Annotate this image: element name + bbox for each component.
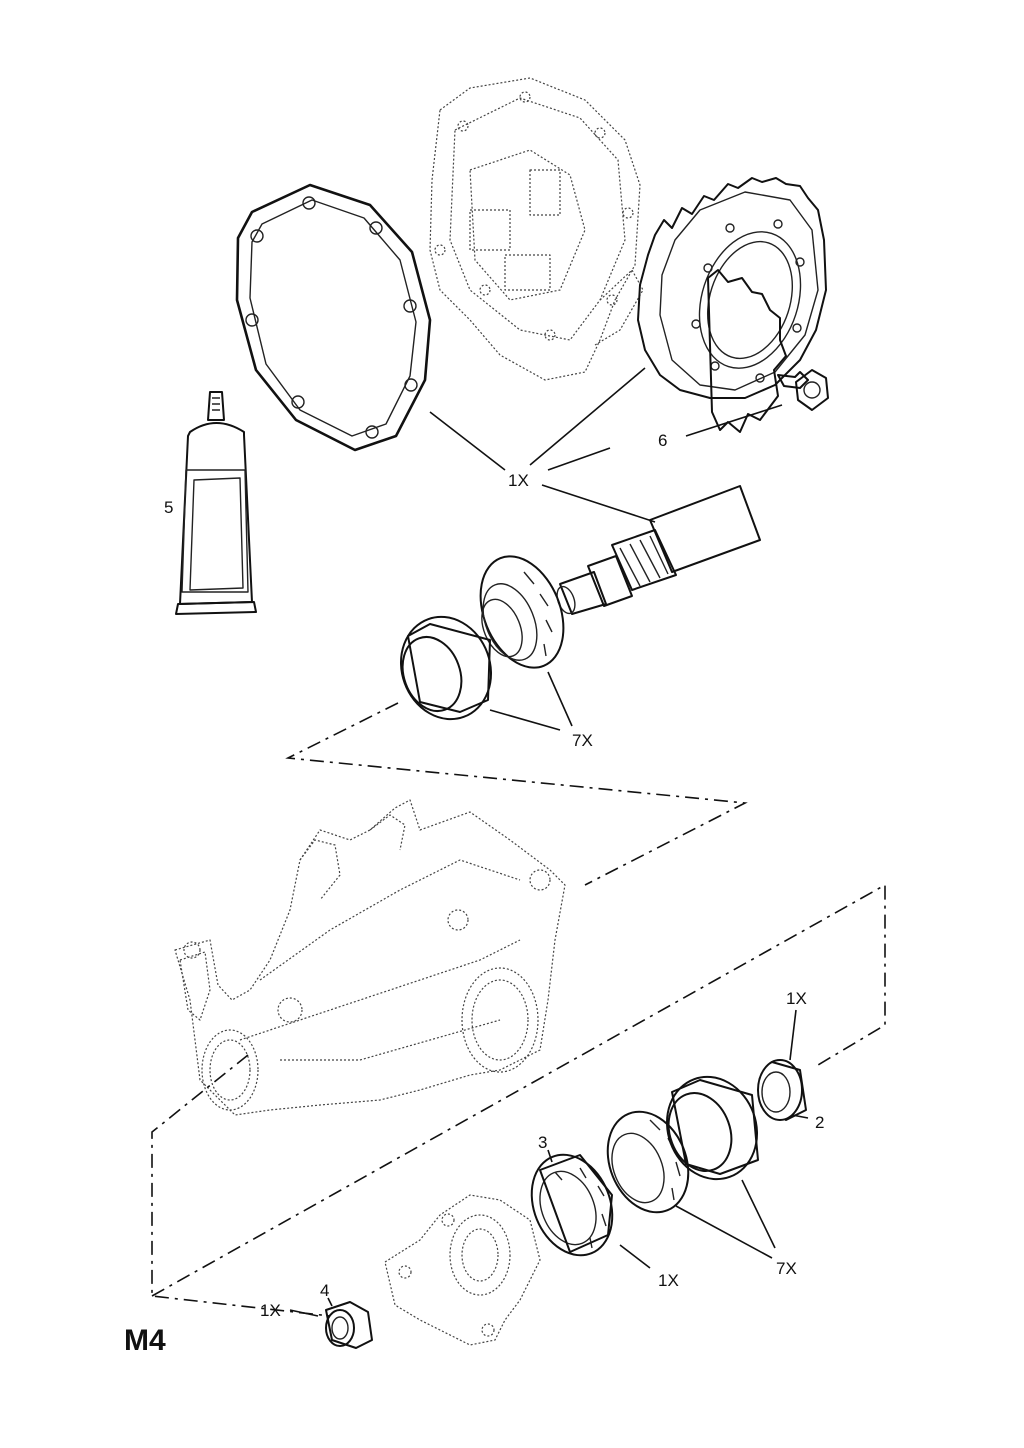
ring-gear-bolt [777,369,829,411]
drive-pinion [556,269,787,615]
label-qty-diff-bearing: 7X [776,1259,797,1278]
differential-bearing-race [530,1153,614,1257]
ring-gear [637,177,827,399]
rear-cover [429,77,644,381]
pinion-bearing-cup [399,615,493,721]
sealant-tube [175,391,257,615]
assembly-centerlines [151,702,886,1317]
leader-lines [289,367,809,1317]
label-part-3: 3 [538,1133,547,1152]
pinion-nut [325,1301,373,1349]
differential-bearing-cup [665,1075,759,1181]
label-qty-seal: 1X [786,989,807,1008]
label-part-6: 6 [658,431,667,450]
label-part-5: 5 [164,498,173,517]
cover-gasket [235,183,432,452]
axle-seal [757,1059,807,1121]
pinion-flange [384,1194,541,1346]
section-code: M4 [124,1324,166,1357]
label-part-4: 4 [320,1281,329,1300]
label-part-2: 2 [815,1113,824,1132]
pinion-bearing-cone [479,555,565,669]
label-qty-part-3: 1X [658,1271,679,1290]
label-qty-part-4: 1X [260,1301,281,1320]
label-qty-pinion-bearing: 7X [572,731,593,750]
label-qty-ring-gear: 1X [508,471,529,490]
axle-housing [174,799,566,1116]
